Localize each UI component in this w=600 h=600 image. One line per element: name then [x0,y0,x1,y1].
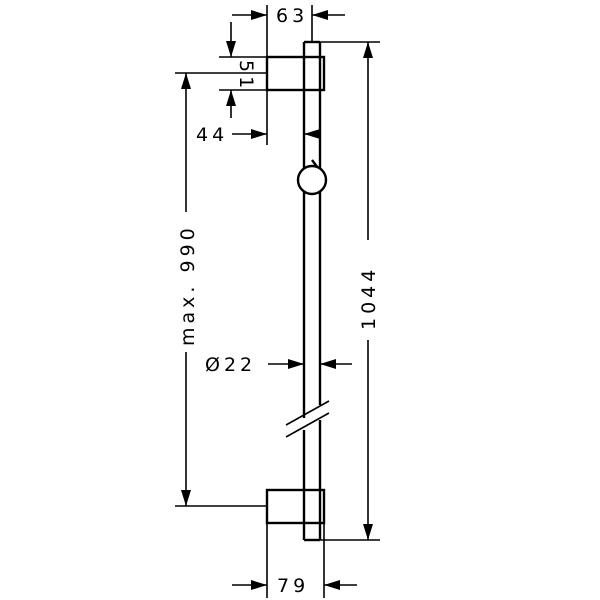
top-bracket-body [265,55,326,92]
break-line-upper [285,400,330,426]
dimension-63: 63 [232,5,345,57]
dimension-max-990-label: max. 990 [177,224,199,346]
dimension-51-label: 51 [235,60,257,92]
dimension-63-label: 63 [276,5,308,27]
arrow-right [251,580,267,590]
dimension-diameter-22: Ø22 [205,354,352,376]
dimension-max-990: max. 990 [175,72,267,507]
slider-knob [296,164,328,196]
dimension-79: 79 [232,523,357,598]
shower-rail [285,40,330,542]
bottom-bracket-body [265,488,326,525]
arrow-up [363,42,373,58]
bottom-wall-bracket [265,488,326,525]
shower-slider [296,159,328,196]
arrow-down [363,524,373,540]
arrow-left [304,129,320,139]
arrow-left [320,359,336,369]
arrow-down [181,490,191,506]
arrow-right [251,10,267,20]
top-wall-bracket [265,55,326,92]
dimension-diameter-label: Ø22 [205,354,256,376]
break-line-lower [285,412,330,438]
dimension-1044: 1044 [320,41,380,541]
arrow-down [226,41,236,57]
arrow-right [251,129,267,139]
arrow-left [324,580,340,590]
dimension-1044-label: 1044 [358,266,380,330]
dimension-51: 51 [219,22,267,118]
arrow-up [226,90,236,106]
dimension-44-label: 44 [196,124,228,146]
arrow-left [312,10,328,20]
dimension-44: 44 [196,90,320,146]
arrow-right [288,359,304,369]
dimension-79-label: 79 [277,575,309,597]
arrow-up [181,73,191,89]
